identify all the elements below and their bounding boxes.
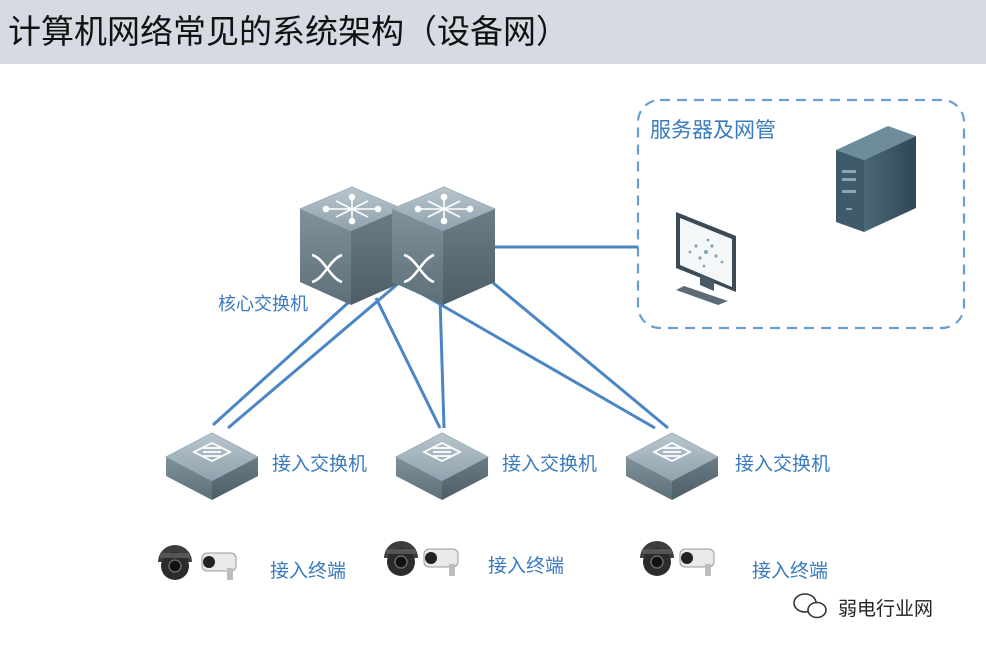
core-switch-label: 核心交换机 [218,294,308,315]
terminal-cameras-2 [384,541,459,576]
link-core-a-to-access-3 [397,278,656,430]
access-switch-label-2: 接入交换机 [502,453,597,475]
dome-camera-icon [384,541,418,576]
dome-camera-icon [640,541,674,576]
server-zone-border [636,98,966,330]
access-switch-label-3: 接入交换机 [735,453,830,475]
access-switch-label-1: 接入交换机 [272,453,367,475]
terminal-label-3: 接入终端 [752,560,828,582]
core-switch-a [298,186,405,305]
watermark-text: 弱电行业网 [838,598,934,620]
core-switch-b [390,186,497,305]
title-bar: 计算机网络常见的系统架构（设备网） [0,0,986,64]
bullet-camera-icon [201,552,237,580]
bullet-camera-icon [423,548,459,576]
link-core-b-to-access-3 [491,280,669,430]
terminal-label-1: 接入终端 [270,560,346,582]
terminal-label-2: 接入终端 [488,555,564,577]
link-core-b-to-access-1 [227,280,401,430]
server-icon [836,126,916,232]
server-zone-label: 服务器及网管 [650,118,776,142]
access-switch-3 [624,432,720,500]
wechat-logo-icon [793,593,827,619]
link-core-b-to-access-2 [438,297,446,429]
access-switch-1 [164,432,260,500]
link-core-a-to-access-1 [211,290,362,427]
network-links [211,245,669,430]
terminal-cameras-3 [640,541,715,576]
page-title: 计算机网络常见的系统架构（设备网） [8,12,569,51]
link-core-a-to-access-2 [374,297,442,429]
monitor-icon [676,212,736,305]
terminal-cameras-1 [158,545,237,580]
access-switch-2 [394,432,490,500]
bullet-camera-icon [679,548,715,576]
dome-camera-icon [158,545,192,580]
